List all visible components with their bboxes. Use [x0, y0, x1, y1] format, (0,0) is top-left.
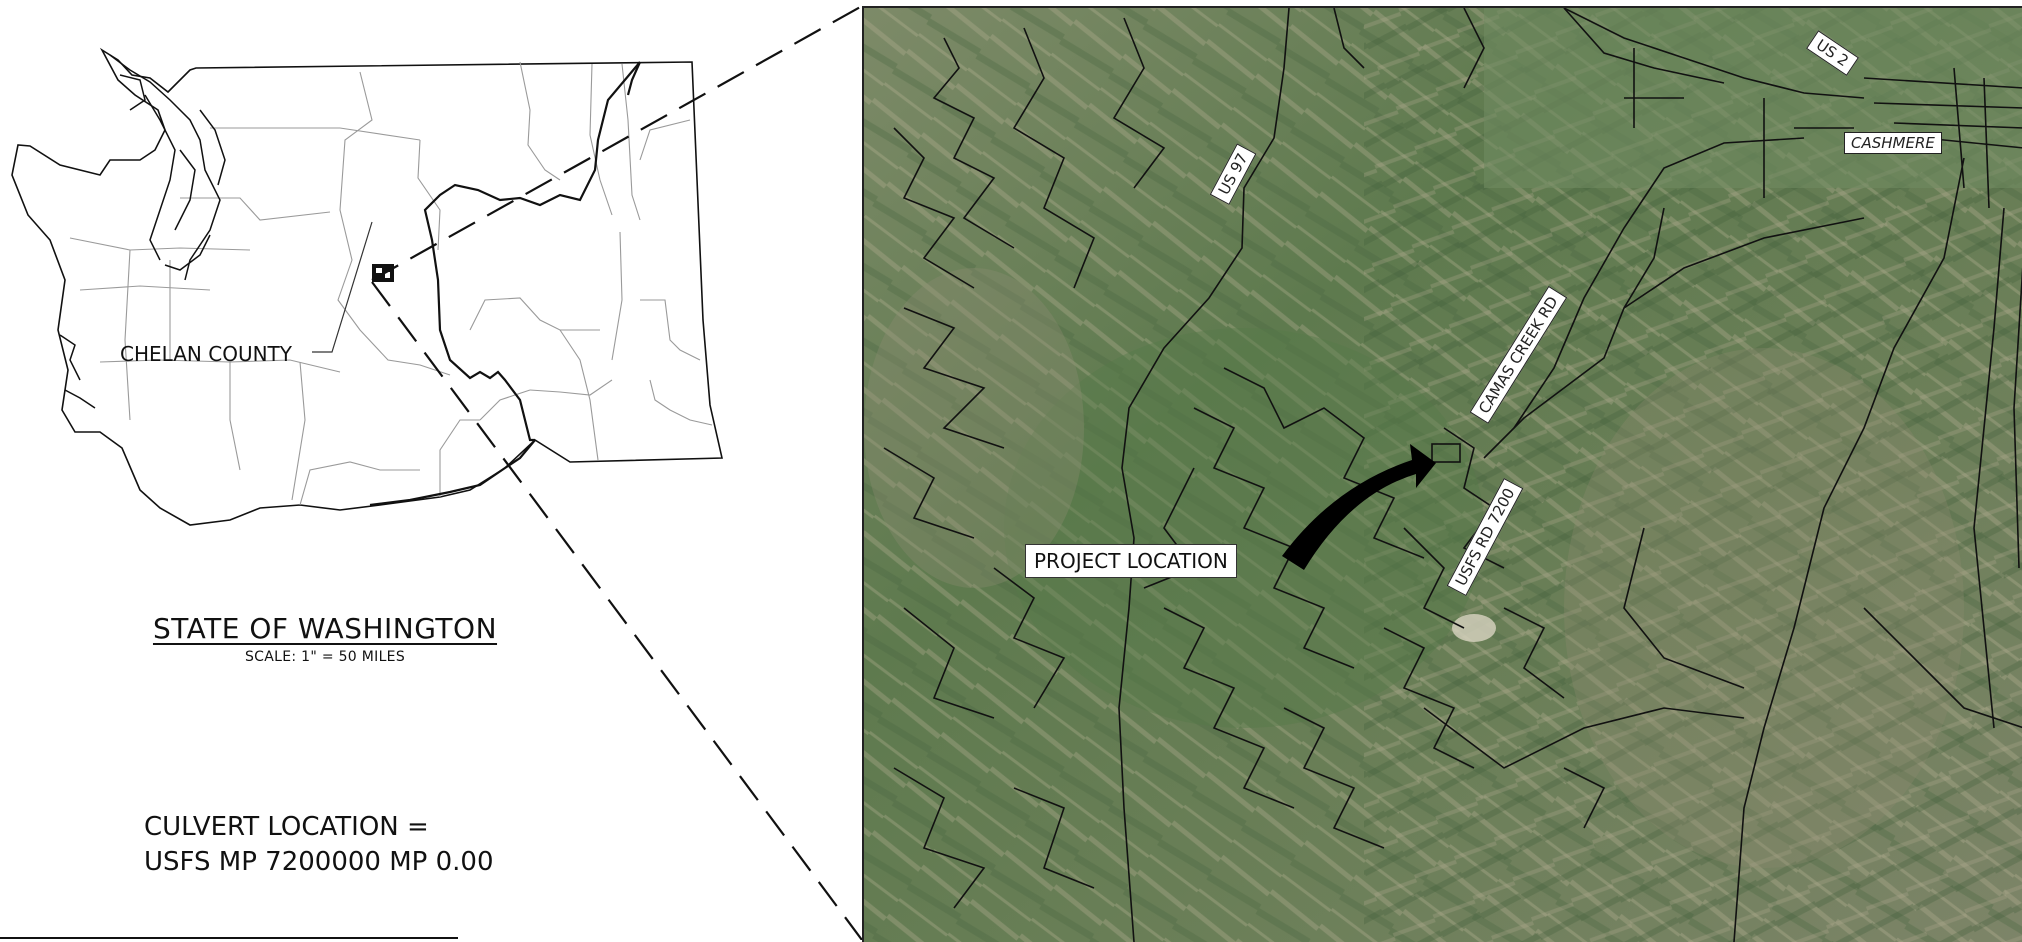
project-location-label: PROJECT LOCATION: [1025, 544, 1237, 578]
callout-line-bottom: [371, 281, 863, 940]
aerial-terrain: [864, 8, 2022, 942]
town-label-cashmere: CASHMERE: [1844, 132, 1942, 154]
state-map-title-block: STATE OF WASHINGTON SCALE: 1" = 50 MILES: [130, 612, 520, 665]
rivers: [369, 61, 642, 507]
aerial-vicinity-map: US 97 US 2 CAMAS CREEK RD USFS RD 7200 C…: [862, 6, 2022, 942]
culvert-line-1: CULVERT LOCATION =: [144, 812, 429, 842]
culvert-location-note: CULVERT LOCATION = USFS MP 7200000 MP 0.…: [144, 810, 494, 880]
washington-state-map: [0, 5, 863, 940]
state-map-title: STATE OF WASHINGTON: [152, 612, 498, 645]
county-leader-line: [312, 221, 373, 353]
state-map-scale: SCALE: 1" = 50 MILES: [244, 649, 406, 665]
puget-sound: [59, 54, 226, 409]
county-label: CHELAN COUNTY: [120, 342, 292, 366]
callout-line-top: [371, 5, 863, 281]
culvert-line-2: USFS MP 7200000 MP 0.00: [144, 847, 494, 877]
